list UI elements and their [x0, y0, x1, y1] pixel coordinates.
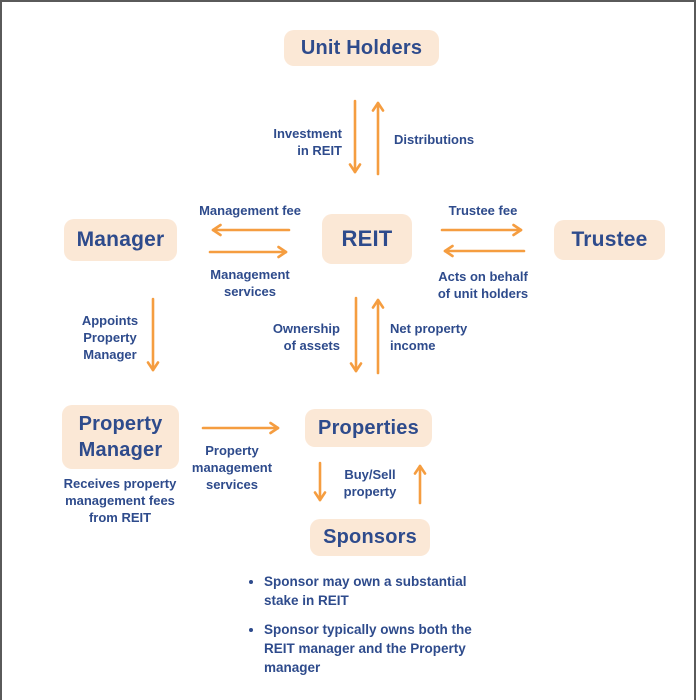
node-reit: REIT: [322, 214, 412, 264]
label-receives-property-fees: Receives property management fees from R…: [63, 476, 177, 525]
label-distributions: Distributions: [394, 132, 475, 147]
label-acts-on-behalf: Acts on behalf of unit holders: [437, 269, 529, 301]
sponsor-note-item: Sponsor may own a substantial stake in R…: [264, 572, 492, 610]
node-trustee: Trustee: [554, 220, 665, 260]
label-property-management-services: Property management services: [191, 443, 273, 492]
label-ownership-of-assets: Ownership of assets: [272, 321, 340, 353]
label-appoints-property-manager: Appoints Property Manager: [81, 313, 139, 362]
node-property-manager: Property Manager: [62, 405, 179, 469]
node-manager: Manager: [64, 219, 177, 261]
label-management-services: Management services: [210, 267, 290, 299]
node-unit-holders: Unit Holders: [284, 30, 439, 66]
label-buy-sell-property: Buy/Sell property: [343, 467, 397, 499]
label-net-property-income: Net property income: [390, 321, 468, 353]
node-sponsors: Sponsors: [310, 519, 430, 556]
label-trustee-fee: Trustee fee: [448, 203, 518, 218]
sponsor-notes-list: Sponsor may own a substantial stake in R…: [264, 572, 492, 687]
label-investment-in-reit: Investment in REIT: [273, 126, 342, 158]
label-management-fee: Management fee: [199, 203, 301, 218]
node-properties: Properties: [305, 409, 432, 447]
sponsor-note-item: Sponsor typically owns both the REIT man…: [264, 620, 492, 677]
